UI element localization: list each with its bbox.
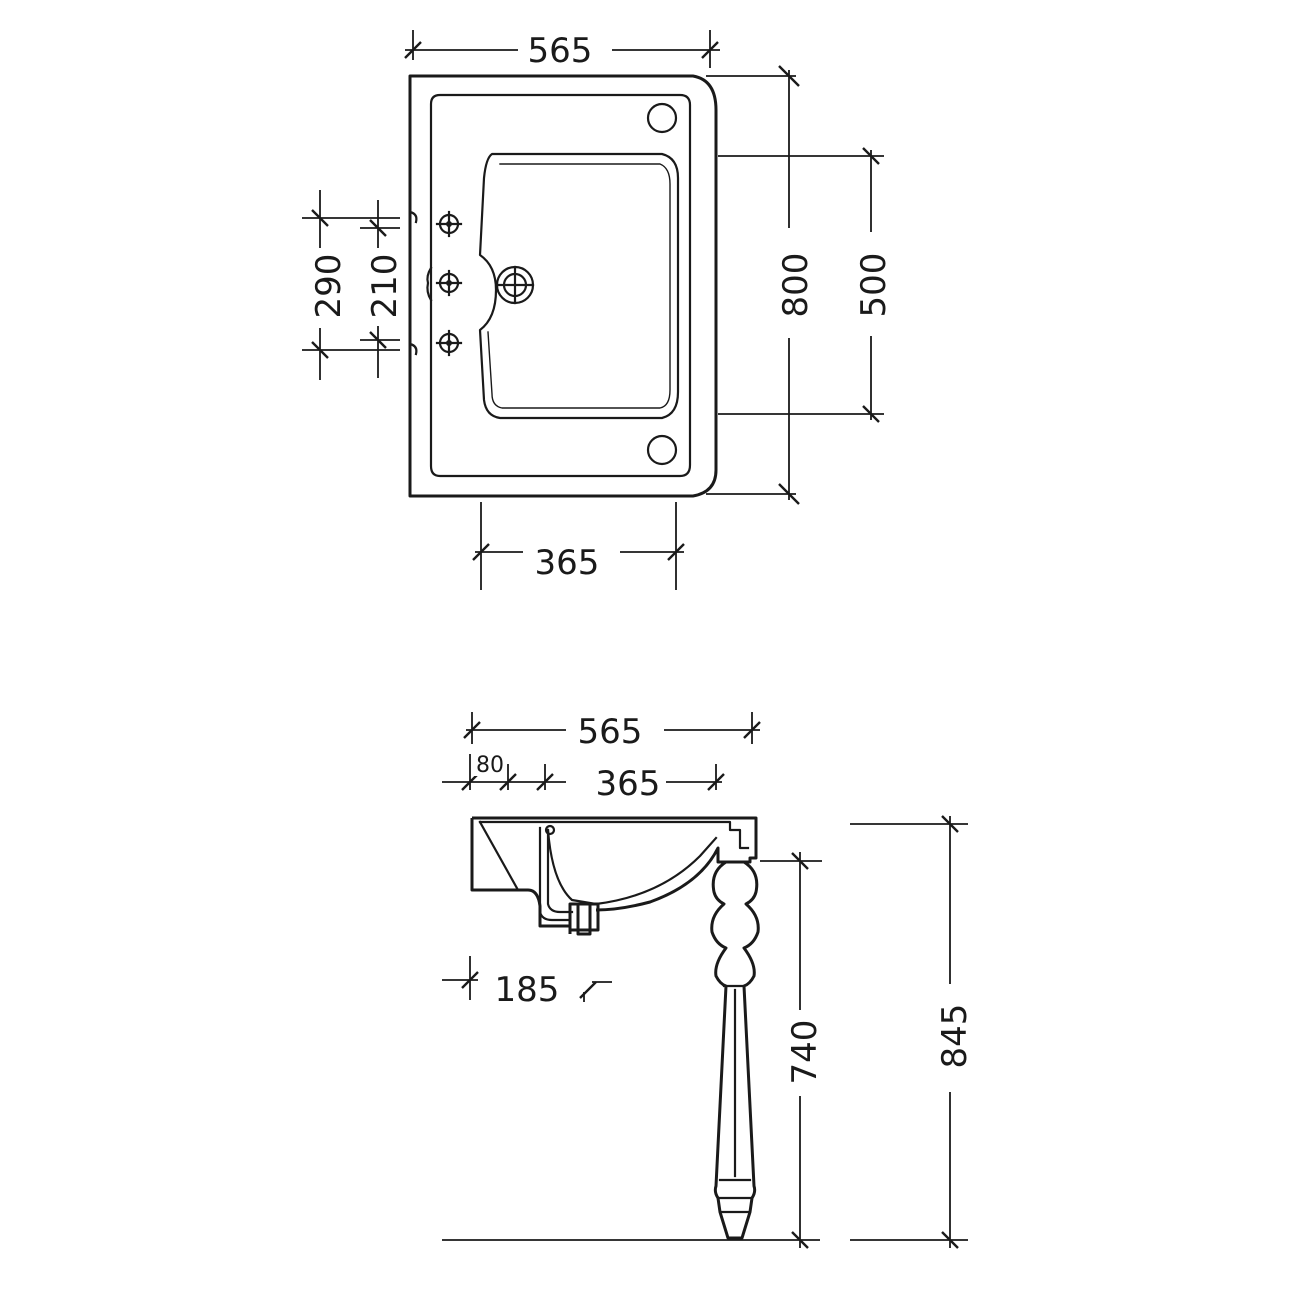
- plan-side-mark-bottom: [408, 342, 418, 356]
- plan-basin-outline: [408, 74, 718, 498]
- plan-dim-tap-span-inner: 210: [360, 200, 405, 378]
- elevation-basin-body: [472, 816, 758, 912]
- plan-dim-tap-span-outer: 290: [302, 190, 400, 380]
- elevation-view: 565 80 365 185: [442, 712, 975, 1249]
- elevation-label-565: 565: [578, 712, 643, 752]
- plan-overflow-top: [646, 102, 678, 134]
- elevation-basin-wall: [538, 826, 574, 922]
- elevation-basin-diag: [478, 820, 520, 892]
- plan-label-365: 365: [535, 543, 600, 583]
- plan-side-mark-top: [408, 210, 418, 224]
- plan-overflow-bottom: [646, 434, 678, 466]
- elevation-overflow: [544, 824, 556, 836]
- elevation-basin-left: [470, 818, 572, 934]
- elevation-label-80: 80: [476, 753, 504, 778]
- plan-basin-rim: [429, 93, 692, 478]
- plan-dim-length-basin: 500: [718, 147, 894, 423]
- plan-label-210: 210: [365, 254, 405, 319]
- elevation-dim-height-rim: 740: [760, 852, 825, 1249]
- elevation-label-365: 365: [596, 764, 661, 804]
- elevation-label-185: 185: [495, 970, 560, 1010]
- plan-label-500: 500: [854, 253, 894, 318]
- elevation-waste: [568, 902, 600, 936]
- plan-dim-width-overall: 565: [404, 30, 720, 71]
- elevation-label-740: 740: [785, 1020, 825, 1085]
- plan-dim-width-basin: 365: [472, 502, 685, 590]
- elevation-dim-rim-basin: 80 365: [442, 750, 725, 804]
- elevation-leg-detail: [716, 984, 754, 1214]
- plan-tap-holes: [426, 210, 463, 357]
- plan-bowl: [478, 152, 680, 420]
- plan-label-290: 290: [309, 254, 349, 319]
- elevation-dim-height-total: 845: [850, 815, 975, 1249]
- plan-bowl-inner: [487, 163, 671, 409]
- elevation-label-845: 845: [935, 1004, 975, 1069]
- elevation-leg: [710, 860, 760, 1240]
- elevation-dim-width-overall: 565: [463, 712, 761, 752]
- plan-label-565: 565: [528, 31, 593, 71]
- plan-label-800: 800: [776, 253, 816, 318]
- plan-view: 565 365 800: [302, 30, 894, 590]
- plan-dim-length-overall: 800: [706, 65, 816, 505]
- elevation-dim-waste-offset: 185: [442, 956, 612, 1010]
